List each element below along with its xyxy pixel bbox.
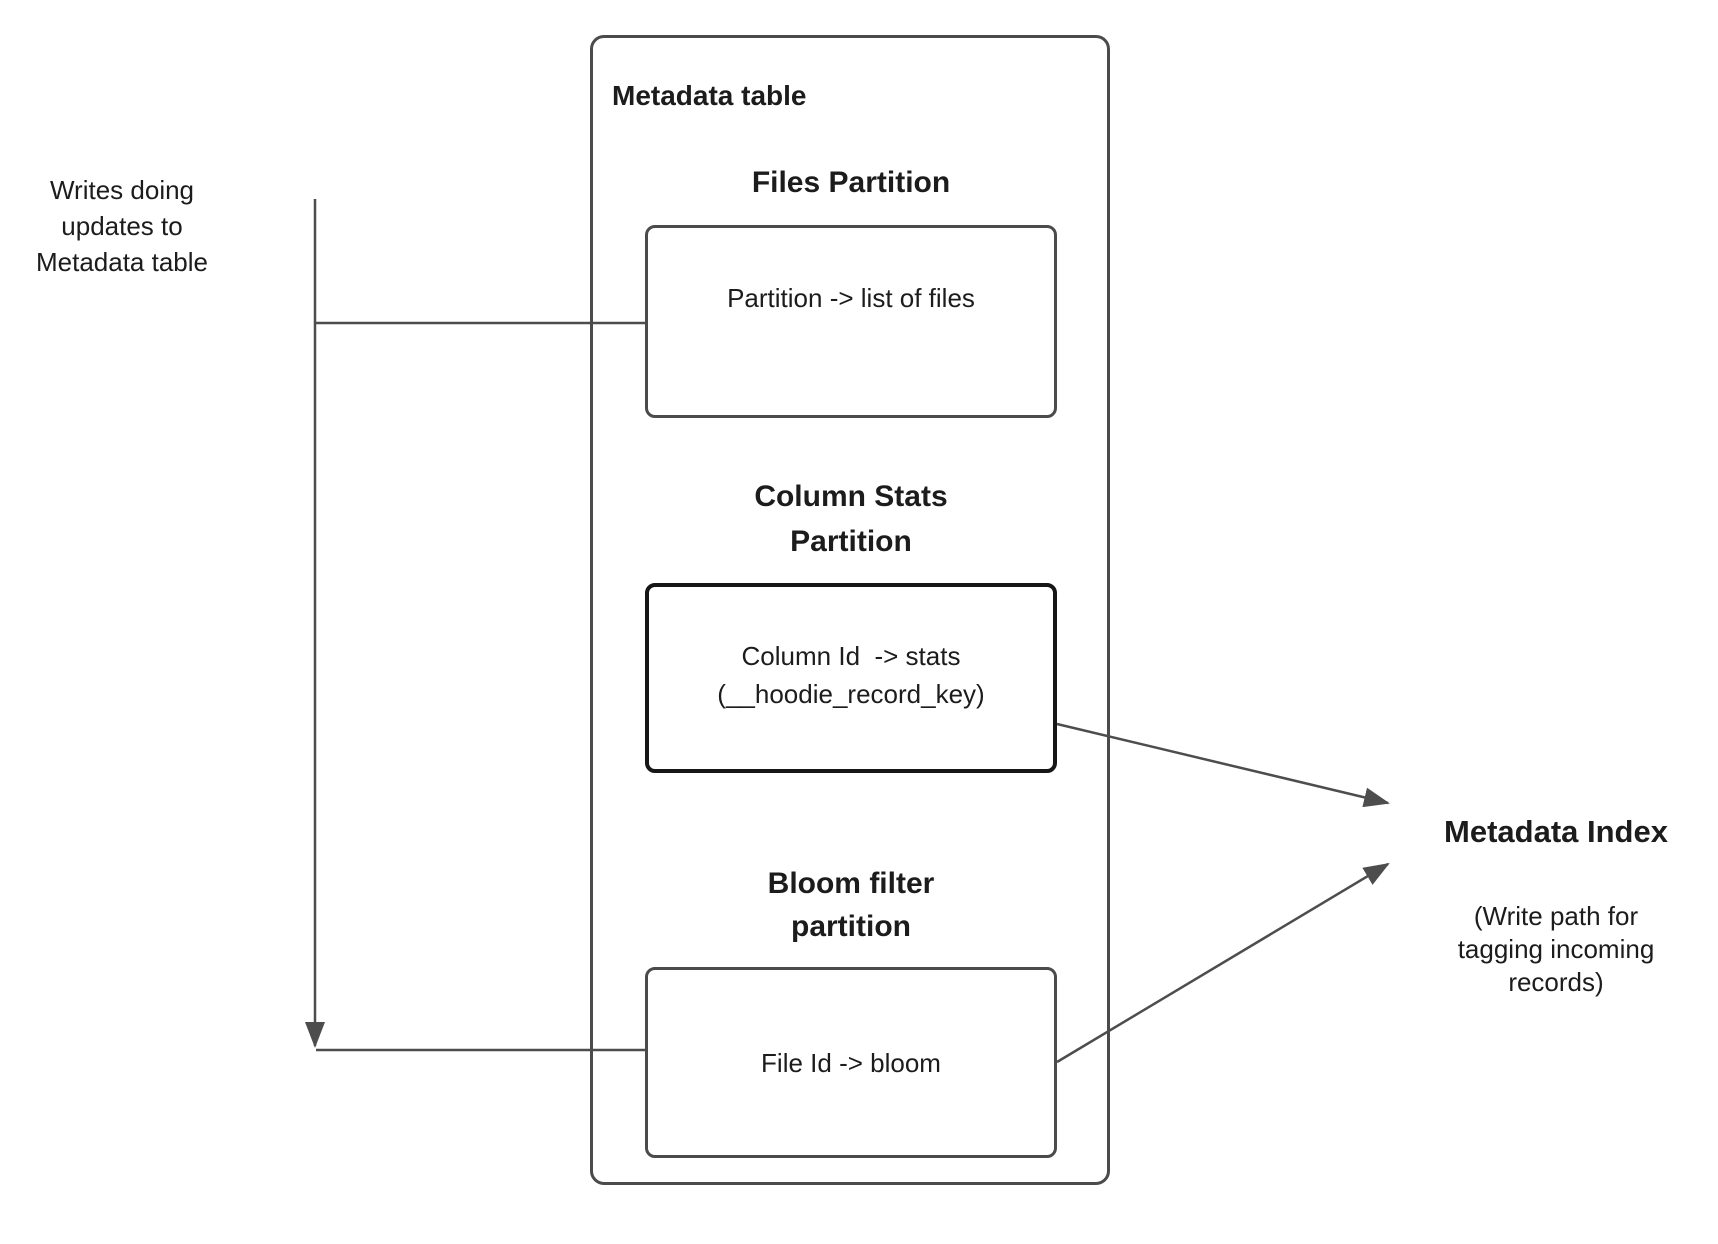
column-stats-heading-line: Column Stats [754,480,948,513]
column-stats-record-key: (__hoodie_record_key) [717,678,985,709]
bloom-filter-heading-line: partition [791,910,911,943]
files-partition-heading-line: Files Partition [751,166,951,199]
writes-note: Writes doing updates to Metadata table [18,172,226,280]
bloom-filter-partition-box: File Id -> bloom [645,967,1057,1158]
metadata-table-title: Metadata table [612,80,807,111]
column-stats-mapping: Column Id -> stats [741,640,961,671]
bloom-filter-heading-line: Bloom filter [767,867,935,900]
column-stats-partition-box: Column Id -> stats (__hoodie_record_key) [645,583,1057,773]
bloom-filter-partition-heading: Bloom filter partition [645,862,1057,948]
column-stats-heading-line: Partition [790,525,912,558]
writes-note-line: Writes doing [49,175,195,205]
writes-note-line: updates to [61,211,183,241]
files-partition-heading: Files Partition [645,166,1057,200]
files-partition-box: Partition -> list of files [645,225,1057,418]
column-stats-partition-heading: Column Stats Partition [645,474,1057,564]
writes-note-line: Metadata table [35,247,208,277]
metadata-index-note: (Write path for tagging incoming records… [1406,900,1706,999]
metadata-index-note-line: tagging incoming [1457,934,1655,964]
metadata-index-title: Metadata Index [1444,814,1668,849]
bloom-filter-mapping: File Id -> bloom [761,1047,941,1078]
metadata-index-note-line: records) [1508,967,1604,997]
metadata-table-box [590,35,1110,1185]
metadata-index-note-line: (Write path for [1473,901,1639,931]
files-partition-mapping: Partition -> list of files [727,282,975,313]
